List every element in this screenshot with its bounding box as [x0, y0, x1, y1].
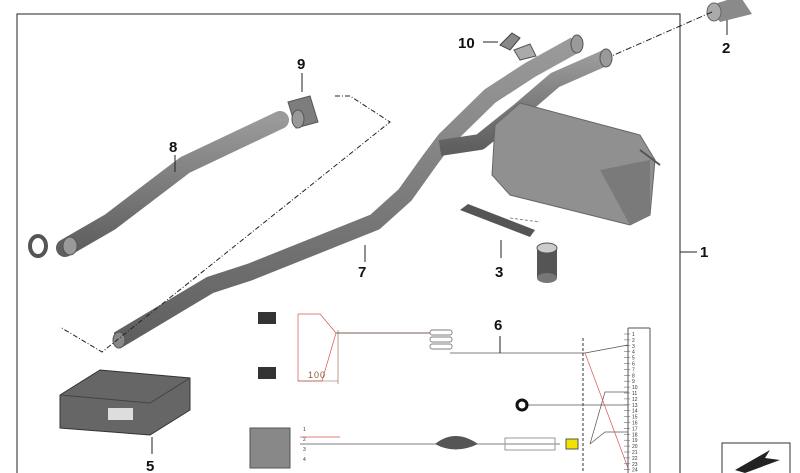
- part-6-wiring-harness[interactable]: 100: [249, 312, 651, 473]
- terminal-pin-number: 12: [632, 397, 638, 403]
- terminal-pin-number: 14: [632, 409, 638, 415]
- terminal-pin-number: 15: [632, 415, 638, 421]
- set-bracket-line: [59, 95, 391, 353]
- callout-9[interactable]: 9: [297, 56, 305, 73]
- dimension-label: 100: [308, 370, 326, 380]
- terminal-pin-number: 9: [632, 379, 635, 385]
- terminal-pin-number: 23: [632, 462, 638, 468]
- terminal-pin-number: 7: [632, 367, 635, 373]
- callout-10[interactable]: 10: [458, 35, 475, 52]
- terminal-pin-number: 17: [632, 426, 638, 432]
- connector-pin-number: 3: [303, 447, 306, 453]
- callout-1[interactable]: 1: [700, 244, 708, 261]
- terminal-pin-number: 3: [632, 344, 635, 350]
- connector-pin-number: 2: [303, 437, 306, 443]
- callout-5[interactable]: 5: [146, 458, 154, 473]
- terminal-pin-number: 10: [632, 385, 638, 391]
- callout-7[interactable]: 7: [358, 264, 366, 281]
- terminal-pin-number: 21: [632, 450, 638, 456]
- part-4-actuator[interactable]: [536, 242, 558, 283]
- part-9-clamp[interactable]: [287, 95, 319, 129]
- pipe-clamp-left[interactable]: [28, 234, 48, 258]
- terminal-pin-number: 11: [632, 391, 637, 397]
- terminal-pin-number: 16: [632, 421, 638, 427]
- terminal-pin-number: 18: [632, 432, 638, 438]
- view-direction-icon: [721, 442, 791, 473]
- terminal-pin-number: 24: [632, 468, 638, 473]
- callout-6[interactable]: 6: [494, 317, 502, 334]
- terminal-pin-number: 19: [632, 438, 638, 444]
- part-8-front-pipe[interactable]: [56, 111, 289, 257]
- part-5-control-module[interactable]: [59, 369, 191, 436]
- callout-2[interactable]: 2: [722, 40, 730, 57]
- part-3-strap[interactable]: [460, 204, 541, 237]
- part-10-bracket[interactable]: [499, 32, 537, 61]
- terminal-pin-number: 1: [632, 332, 635, 338]
- connector-pin-number: 1: [303, 427, 306, 433]
- terminal-pin-number: 20: [632, 444, 638, 450]
- terminal-pin-number: 6: [632, 362, 635, 368]
- terminal-pin-number: 2: [632, 338, 635, 344]
- terminal-pin-number: 5: [632, 356, 635, 362]
- part-2-tailpipe-tip[interactable]: [597, 0, 752, 63]
- terminal-pin-number: 22: [632, 456, 638, 462]
- terminal-pin-number: 13: [632, 403, 638, 409]
- part-7-rear-exhaust-assembly[interactable]: [112, 34, 661, 349]
- terminal-pin-number: 8: [632, 373, 635, 379]
- callout-8[interactable]: 8: [169, 139, 177, 156]
- connector-pin-number: 4: [303, 457, 306, 463]
- callout-3[interactable]: 3: [495, 264, 503, 281]
- assembly-frame: [16, 13, 681, 473]
- terminal-pin-number: 4: [632, 350, 635, 356]
